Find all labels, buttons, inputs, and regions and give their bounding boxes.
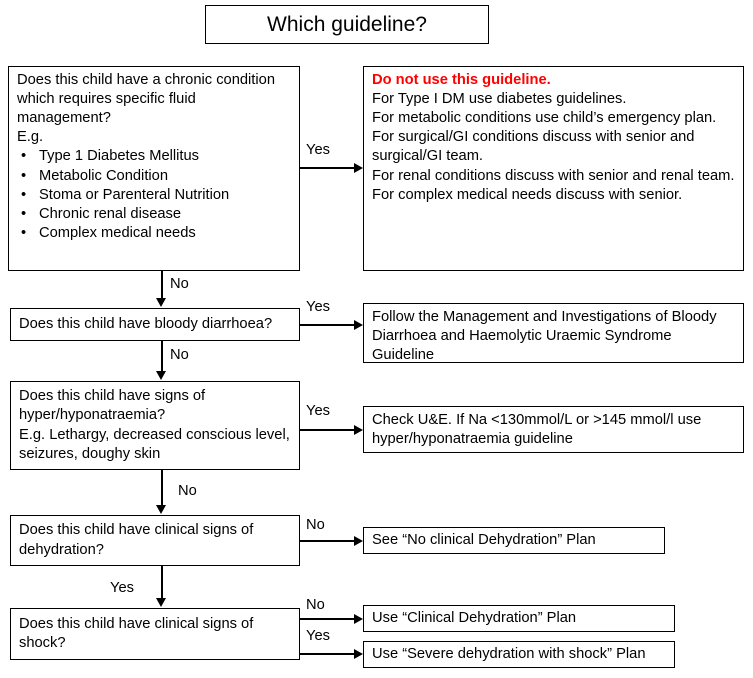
connector-q1-yes-line — [300, 167, 357, 169]
outcome-box-clinical-dehydration-plan[interactable]: Use “Clinical Dehydration” Plan — [363, 605, 675, 632]
q1-bullet-list: Type 1 Diabetes Mellitus Metabolic Condi… — [17, 147, 291, 243]
connector-q5-no-arrow — [354, 613, 363, 624]
outcome1-line-4: For renal conditions discuss with senior… — [372, 167, 735, 184]
q3-examples: E.g. Lethargy, decreased conscious level… — [19, 426, 290, 462]
chart-title: Which guideline? — [267, 12, 427, 36]
edge-label-q3-no: No — [178, 483, 197, 499]
list-item: Type 1 Diabetes Mellitus — [17, 147, 291, 166]
outcome1-line-3: For surgical/GI conditions discuss with … — [372, 129, 695, 165]
outcome4-text: See “No clinical Dehydration” Plan — [372, 531, 596, 548]
connector-q1-no-arrow — [156, 298, 167, 307]
connector-q3-no-line — [161, 470, 163, 507]
q3-question: Does this child have signs of hyper/hypo… — [19, 388, 206, 424]
connector-q5-yes-line — [300, 653, 357, 655]
q2-question: Does this child have bloody diarrhoea? — [19, 315, 273, 332]
outcome1-line-2: For metabolic conditions use child’s eme… — [372, 110, 717, 127]
edge-label-q4-no: No — [306, 517, 325, 533]
connector-q1-no-line — [161, 271, 163, 300]
outcome-box-no-clinical-dehydration-plan[interactable]: See “No clinical Dehydration” Plan — [363, 527, 665, 554]
outcome1-line-5: For complex medical needs discuss with s… — [372, 186, 683, 203]
connector-q2-yes-arrow — [354, 319, 363, 330]
connector-q2-yes-line — [300, 324, 357, 326]
connector-q5-no-line — [300, 618, 357, 620]
outcome5-text: Use “Clinical Dehydration” Plan — [372, 609, 577, 626]
outcome2-text: Follow the Management and Investigations… — [372, 309, 717, 364]
connector-q3-no-arrow — [156, 505, 167, 514]
list-item: Chronic renal disease — [17, 205, 291, 224]
list-item: Stoma or Parenteral Nutrition — [17, 186, 291, 205]
outcome-box-do-not-use-guideline[interactable]: Do not use this guideline. For Type I DM… — [363, 66, 744, 271]
edge-label-q4-yes: Yes — [110, 580, 134, 596]
decision-box-chronic-condition[interactable]: Does this child have a chronic condition… — [8, 66, 300, 271]
outcome3-text: Check U&E. If Na <130mmol/L or >145 mmol… — [372, 412, 702, 448]
connector-q3-yes-line — [300, 429, 357, 431]
list-item: Complex medical needs — [17, 224, 291, 243]
connector-q3-yes-arrow — [354, 424, 363, 435]
edge-label-q1-no: No — [170, 276, 189, 292]
outcome1-line-1: For Type I DM use diabetes guidelines. — [372, 91, 627, 108]
decision-box-hyponatraemia[interactable]: Does this child have signs of hyper/hypo… — [10, 381, 300, 470]
outcome1-warning-heading: Do not use this guideline. — [372, 72, 551, 88]
outcome-box-bloody-diarrhoea-guideline[interactable]: Follow the Management and Investigations… — [363, 303, 744, 363]
edge-label-q2-yes: Yes — [306, 299, 330, 315]
connector-q4-no-line — [300, 540, 357, 542]
outcome-box-check-ue[interactable]: Check U&E. If Na <130mmol/L or >145 mmol… — [363, 406, 744, 453]
connector-q4-no-arrow — [354, 535, 363, 546]
edge-label-q3-yes: Yes — [306, 403, 330, 419]
list-item: Metabolic Condition — [17, 167, 291, 186]
q1-question: Does this child have a chronic condition… — [17, 72, 275, 127]
q1-eg-label: E.g. — [17, 129, 44, 146]
outcome-box-severe-dehydration-shock-plan[interactable]: Use “Severe dehydration with shock” Plan — [363, 641, 675, 668]
connector-q2-no-arrow — [156, 371, 167, 380]
decision-box-bloody-diarrhoea[interactable]: Does this child have bloody diarrhoea? — [10, 308, 300, 341]
edge-label-q5-no: No — [306, 597, 325, 613]
decision-box-dehydration[interactable]: Does this child have clinical signs of d… — [10, 515, 300, 566]
edge-label-q5-yes: Yes — [306, 628, 330, 644]
edge-label-q1-yes: Yes — [306, 142, 330, 158]
chart-title-box: Which guideline? — [205, 5, 489, 44]
decision-box-shock[interactable]: Does this child have clinical signs of s… — [10, 608, 300, 660]
edge-label-q2-no: No — [170, 347, 189, 363]
connector-q4-yes-arrow — [156, 598, 167, 607]
connector-q5-yes-arrow — [354, 648, 363, 659]
connector-q2-no-line — [161, 341, 163, 373]
q5-question: Does this child have clinical signs of s… — [19, 615, 254, 651]
connector-q1-yes-arrow — [354, 162, 363, 173]
connector-q4-yes-line — [161, 566, 163, 600]
outcome6-text: Use “Severe dehydration with shock” Plan — [372, 645, 646, 662]
q4-question: Does this child have clinical signs of d… — [19, 522, 254, 558]
